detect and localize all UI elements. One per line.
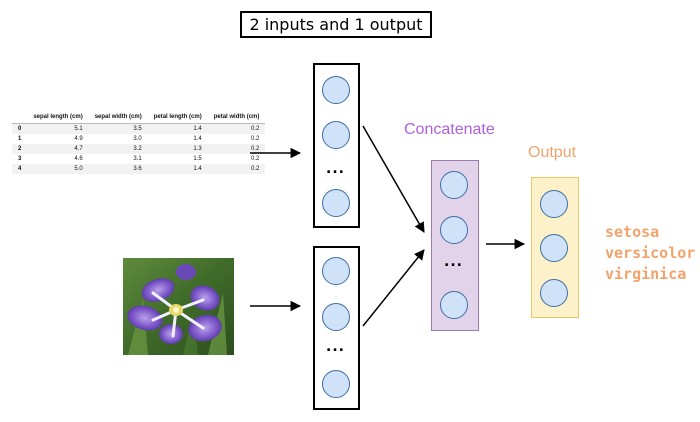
neuron-node	[322, 76, 350, 104]
table-row: 0 5.1 3.5 1.4 0.2	[12, 123, 266, 134]
output-label: Output	[528, 144, 577, 161]
table-cell: 1.4	[193, 136, 202, 142]
input-layer-image: ...	[313, 246, 360, 410]
table-row: 1 4.9 3.0 1.4 0.2	[12, 134, 265, 144]
table-cell: 3.6	[88, 164, 148, 174]
table-header-sepal-width: sepal width (cm)	[88, 112, 148, 124]
concatenate-layer: ...	[431, 160, 479, 331]
table-cell: 0.2	[207, 123, 266, 134]
table-header-index	[12, 112, 28, 124]
concatenate-label: Concatenate	[404, 121, 495, 138]
table-header-petal-length: petal length (cm)	[147, 112, 208, 124]
neuron-node	[322, 370, 350, 398]
table-cell: 4	[12, 164, 28, 174]
neuron-node	[322, 303, 350, 331]
table-cell: 1	[18, 136, 22, 142]
neuron-node	[540, 279, 568, 307]
neuron-node	[322, 257, 350, 285]
arrow-layer2-to-concat	[362, 249, 425, 327]
ellipsis-text: ...	[326, 339, 345, 355]
table-cell: 0.2	[207, 164, 266, 174]
ellipsis-text: ...	[444, 254, 463, 270]
table-cell: 2	[12, 144, 28, 154]
table-cell: 1.4	[147, 123, 208, 134]
diagram-title: 2 inputs and 1 output	[240, 11, 432, 38]
neuron-node	[440, 291, 468, 319]
table-cell: 1.3	[147, 144, 208, 154]
table-cell: 0.2	[251, 136, 260, 142]
table-cell: 0	[12, 123, 28, 134]
table-header-row: sepal length (cm) sepal width (cm) petal…	[12, 112, 266, 124]
table-row: 3 4.6 3.1 1.5 0.2	[12, 154, 265, 164]
iris-flower-image	[123, 258, 234, 355]
table-cell: 3.0	[133, 136, 142, 142]
table-cell: 0.2	[251, 156, 260, 162]
input-layer-tabular: ...	[313, 63, 360, 228]
arrow-layer1-to-concat	[362, 125, 425, 233]
ellipsis-text: ...	[326, 161, 345, 177]
iris-data-table: sepal length (cm) sepal width (cm) petal…	[12, 112, 266, 174]
class-label-setosa: setosa	[605, 223, 660, 241]
output-classes: setosa versicolor virginica	[605, 222, 695, 285]
table-row: 4 5.0 3.6 1.4 0.2	[12, 164, 266, 174]
table-cell: 0.2	[207, 144, 266, 154]
table-cell: 3.2	[88, 144, 148, 154]
neuron-node	[440, 216, 468, 244]
table-cell: 4.9	[74, 136, 83, 142]
neuron-node	[440, 171, 468, 199]
table-row: 2 4.7 3.2 1.3 0.2	[12, 144, 266, 154]
neuron-node	[540, 190, 568, 218]
neuron-node	[322, 189, 350, 217]
table-cell: 5.0	[27, 164, 89, 174]
table-header-sepal-length: sepal length (cm)	[27, 112, 89, 124]
class-label-versicolor: versicolor	[605, 244, 696, 262]
table-cell: 5.1	[27, 123, 89, 134]
table-header-petal-width: petal width (cm)	[207, 112, 266, 124]
output-layer	[531, 177, 579, 318]
class-label-virginica: virginica	[605, 265, 687, 283]
neuron-node	[540, 234, 568, 262]
table-cell: 3	[18, 156, 22, 162]
table-cell: 3.5	[88, 123, 148, 134]
table-cell: 3.1	[133, 156, 142, 162]
neuron-node	[322, 121, 350, 149]
table-cell: 4.7	[27, 144, 89, 154]
table-cell: 4.6	[74, 156, 83, 162]
table-cell: 1.4	[147, 164, 208, 174]
table-cell: 1.5	[193, 156, 202, 162]
